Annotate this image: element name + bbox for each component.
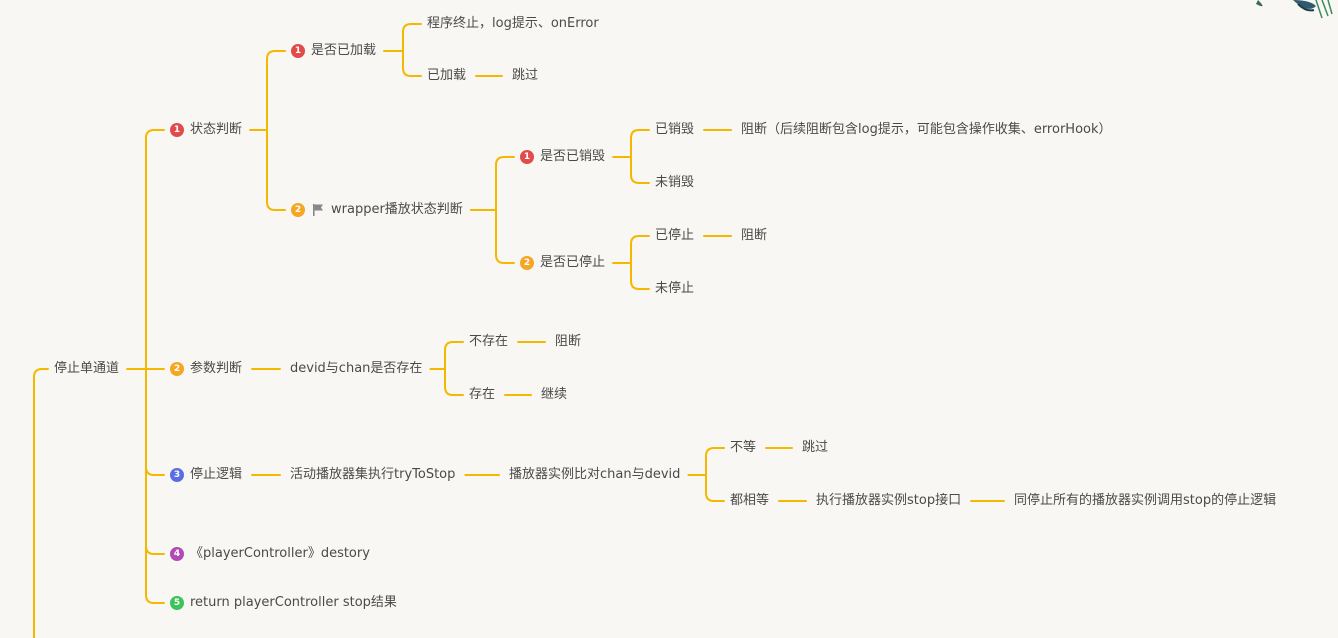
node-label: return playerController stop结果 xyxy=(190,595,397,610)
node-devid-chan[interactable]: devid与chan是否存在 xyxy=(290,361,423,376)
branch-return xyxy=(145,594,165,604)
node-destroyed-check[interactable]: 1 是否已销毁 xyxy=(520,148,605,166)
node-same-stop[interactable]: 同停止所有的播放器实例调用stop的停止逻辑 xyxy=(1014,493,1277,508)
node-active-players[interactable]: 活动播放器集执行tryToStop xyxy=(290,467,456,482)
node-block-detail[interactable]: 阻断（后续阻断包含log提示，可能包含操作收集、errorHook） xyxy=(741,122,1112,137)
branch-stop_logic xyxy=(145,466,165,476)
priority-badge: 1 xyxy=(170,123,184,137)
branch-destroyed_check xyxy=(495,156,515,166)
node-wrapper-check[interactable]: 2 wrapper播放状态判断 xyxy=(291,201,463,219)
flag-icon xyxy=(313,204,323,216)
branch-not_exist xyxy=(444,341,464,351)
leaf-decoration-icon xyxy=(1256,0,1333,19)
node-block-2[interactable]: 阻断 xyxy=(555,334,582,349)
node-block-1[interactable]: 阻断 xyxy=(741,228,768,243)
priority-badge: 2 xyxy=(291,203,305,217)
priority-badge: 2 xyxy=(170,362,184,376)
node-compare[interactable]: 播放器实例比对chan与devid xyxy=(509,467,681,482)
node-label: 参数判断 xyxy=(190,361,243,376)
node-continue[interactable]: 继续 xyxy=(541,387,568,402)
node-label: 状态判断 xyxy=(190,122,243,137)
priority-badge: 1 xyxy=(291,44,305,58)
priority-badge: 1 xyxy=(520,150,534,164)
node-program-stop[interactable]: 程序终止，log提示、onError xyxy=(427,16,599,31)
branch-stopped_check xyxy=(495,254,515,264)
node-label: wrapper播放状态判断 xyxy=(331,202,463,217)
node-destroyed[interactable]: 已销毁 xyxy=(655,122,695,137)
node-destroy[interactable]: 4 《playerController》destory xyxy=(170,545,370,563)
node-label: 《playerController》destory xyxy=(190,546,370,561)
branch-exist xyxy=(444,386,464,396)
node-skip-1[interactable]: 跳过 xyxy=(512,68,539,83)
node-return[interactable]: 5 return playerController stop结果 xyxy=(170,594,397,612)
priority-badge: 2 xyxy=(520,256,534,270)
node-stop-logic[interactable]: 3 停止逻辑 xyxy=(170,466,242,484)
node-label: 是否已加载 xyxy=(311,43,377,58)
node-exec-stop[interactable]: 执行播放器实例stop接口 xyxy=(816,493,962,508)
branch-loaded_check xyxy=(266,50,286,60)
node-exist[interactable]: 存在 xyxy=(469,387,496,402)
branch-wrapper_check xyxy=(266,201,286,211)
node-not-stopped[interactable]: 未停止 xyxy=(655,281,695,296)
node-stopped[interactable]: 已停止 xyxy=(655,228,695,243)
node-stopped-check[interactable]: 2 是否已停止 xyxy=(520,254,605,272)
node-not-destroyed[interactable]: 未销毁 xyxy=(655,175,695,190)
node-label: 停止逻辑 xyxy=(190,467,243,482)
node-label: 是否已销毁 xyxy=(540,149,606,164)
branch-program_stop xyxy=(402,23,422,33)
node-label: 是否已停止 xyxy=(540,255,606,270)
priority-badge: 4 xyxy=(170,547,184,561)
branch-destroy xyxy=(145,545,165,555)
branch-not_equal xyxy=(705,447,725,457)
branch-destroyed xyxy=(630,129,650,139)
node-root[interactable]: 停止单通道 xyxy=(54,361,120,376)
priority-badge: 5 xyxy=(170,596,184,610)
node-not-equal[interactable]: 不等 xyxy=(730,440,757,455)
root-stem xyxy=(33,368,49,638)
node-not-exist[interactable]: 不存在 xyxy=(469,334,509,349)
node-all-equal[interactable]: 都相等 xyxy=(730,493,770,508)
node-status-check[interactable]: 1 状态判断 xyxy=(170,121,242,139)
branch-not_stopped xyxy=(630,280,650,290)
node-already-loaded[interactable]: 已加载 xyxy=(427,68,467,83)
branch-already_loaded xyxy=(402,67,422,77)
branch-stopped xyxy=(630,235,650,245)
node-loaded-check[interactable]: 1 是否已加载 xyxy=(291,42,376,60)
priority-badge: 3 xyxy=(170,468,184,482)
branch-status_check xyxy=(145,129,165,139)
branch-all_equal xyxy=(705,492,725,502)
branch-not_destroyed xyxy=(630,174,650,184)
node-param-check[interactable]: 2 参数判断 xyxy=(170,360,242,378)
node-skip-2[interactable]: 跳过 xyxy=(802,440,829,455)
